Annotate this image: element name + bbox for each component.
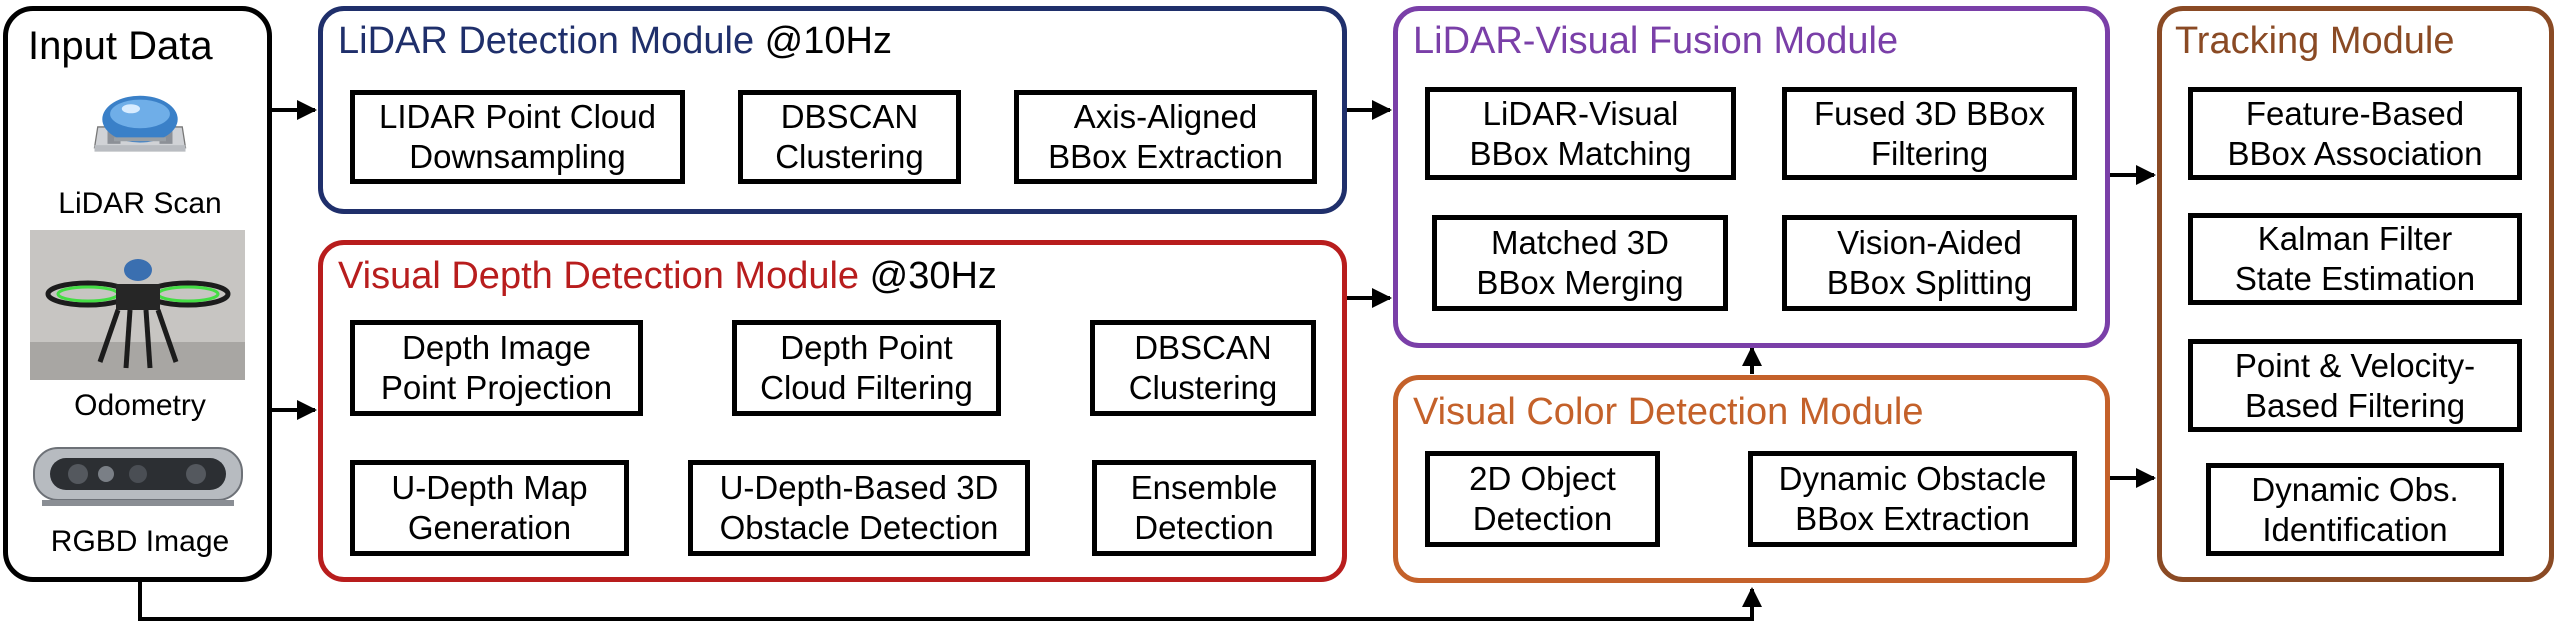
fusion-merging-box: Matched 3D BBox Merging — [1432, 215, 1728, 311]
tracking-kalman-box: Kalman Filter State Estimation — [2188, 213, 2522, 305]
depth-module-title: Visual Depth Detection Module @30Hz — [338, 257, 997, 295]
depth-dbscan-box: DBSCAN Clustering — [1090, 320, 1316, 416]
lidar-bbox-extraction-box: Axis-Aligned BBox Extraction — [1014, 90, 1317, 184]
depth-image-projection-box: Depth Image Point Projection — [350, 320, 643, 416]
lidar-module-name: LiDAR Detection Module — [338, 20, 755, 62]
color-2d-detection-box: 2D Object Detection — [1425, 451, 1660, 547]
udepth-map-box: U-Depth Map Generation — [350, 460, 629, 556]
input-data-title: Input Data — [28, 24, 213, 68]
color-dynamic-extraction-box: Dynamic Obstacle BBox Extraction — [1748, 451, 2077, 547]
lidar-module-title: LiDAR Detection Module @10Hz — [338, 22, 892, 60]
rgbd-camera-picture — [33, 447, 243, 506]
fusion-matching-box: LiDAR-Visual BBox Matching — [1425, 87, 1736, 180]
tracking-module-title: Tracking Module — [2175, 20, 2455, 62]
depth-module-name: Visual Depth Detection Module — [338, 255, 860, 297]
depth-cloud-filtering-box: Depth Point Cloud Filtering — [732, 320, 1001, 416]
lidar-module-rate: @10Hz — [764, 20, 892, 62]
lidar-downsampling-box: LIDAR Point Cloud Downsampling — [350, 90, 685, 184]
fusion-module-title: LiDAR-Visual Fusion Module — [1413, 20, 1899, 62]
arrow-input-to-color — [138, 578, 1762, 621]
depth-module-rate: @30Hz — [869, 255, 997, 297]
rgbd-image-label: RGBD Image — [50, 525, 230, 558]
color-module-title: Visual Color Detection Module — [1413, 391, 1924, 433]
tracking-filtering-box: Point & Velocity- Based Filtering — [2188, 339, 2522, 432]
lidar-scan-label: LiDAR Scan — [58, 187, 222, 220]
ensemble-detection-box: Ensemble Detection — [1092, 460, 1316, 556]
tracking-association-box: Feature-Based BBox Association — [2188, 87, 2522, 180]
lidar-sensor-picture — [93, 95, 187, 152]
drone-odometry-picture — [30, 230, 245, 380]
tracking-identification-box: Dynamic Obs. Identification — [2206, 463, 2504, 556]
odometry-label: Odometry — [74, 389, 206, 422]
udepth-detection-box: U-Depth-Based 3D Obstacle Detection — [688, 460, 1030, 556]
fusion-fused-filtering-box: Fused 3D BBox Filtering — [1782, 87, 2077, 180]
fusion-splitting-box: Vision-Aided BBox Splitting — [1782, 215, 2077, 311]
lidar-dbscan-box: DBSCAN Clustering — [738, 90, 961, 184]
